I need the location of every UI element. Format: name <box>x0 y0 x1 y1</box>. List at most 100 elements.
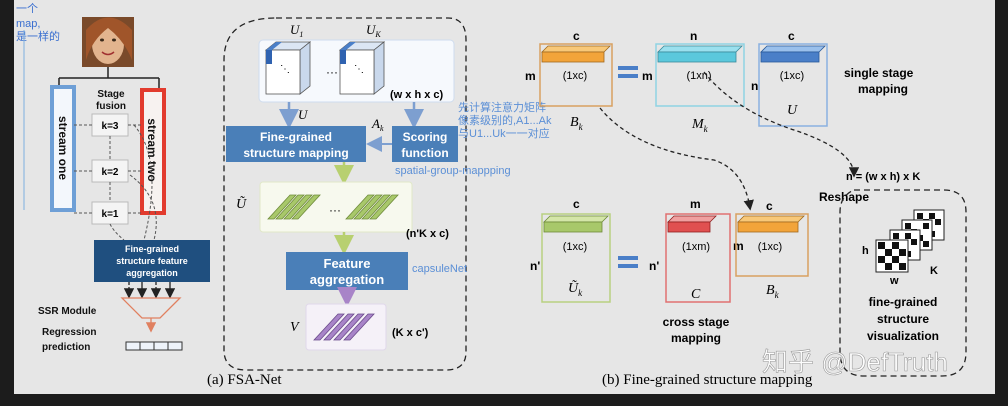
bk2-bar <box>737 215 805 233</box>
u1-uk-labels: U1 UK <box>290 22 381 39</box>
stream-two-box <box>140 88 166 215</box>
svg-text:Scoring: Scoring <box>403 130 448 144</box>
diagram-canvas: 一个 map, 是一样的 Stage fusion stream one str… <box>16 2 967 388</box>
svg-text:是一样的: 是一样的 <box>16 29 60 43</box>
bk2-label: Bk <box>766 283 780 300</box>
svg-text:像素级别的,A1...Ak: 像素级别的,A1...Ak <box>458 113 552 127</box>
uk-dims: (1xc) <box>563 241 587 253</box>
uk-box <box>541 213 611 303</box>
caption-a: (a) FSA-Net <box>207 372 282 388</box>
u-tilde-box <box>259 181 413 233</box>
c-dims: (1xm) <box>682 241 710 253</box>
regression-output <box>125 341 183 351</box>
watermark: 知乎 @DefTruth <box>762 347 948 377</box>
figure-panel: 一个 map, 是一样的 Stage fusion stream one str… <box>14 0 995 394</box>
c-m-label: m <box>690 197 701 211</box>
viz-h-label: h <box>862 245 869 257</box>
bk2-dims: (1xc) <box>758 241 782 253</box>
feature-aggregation-label: Feature aggregation <box>310 256 384 287</box>
svg-text:structure: structure <box>877 312 929 326</box>
mk-label: Mk <box>691 117 709 134</box>
svg-text:与U1...Uk一一对应: 与U1...Uk一一对应 <box>458 126 550 140</box>
svg-text:k=1: k=1 <box>102 209 119 220</box>
capsulenet-note: capsuleNet <box>412 263 467 275</box>
checker-cubes <box>875 209 945 273</box>
svg-text:prediction: prediction <box>42 342 90 353</box>
reshape-label: Reshape <box>819 190 869 204</box>
caption-b: (b) Fine-grained structure mapping <box>602 372 813 388</box>
bk-label: Bk <box>570 115 584 132</box>
stream-two-label: stream two <box>145 118 159 181</box>
fine-grained-mapping-box <box>226 126 366 162</box>
svg-text:structure feature: structure feature <box>116 256 188 266</box>
u-c-label: c <box>788 29 795 43</box>
svg-text:⋱: ⋱ <box>280 64 290 75</box>
fine-grained-aggregation-label: Fine-grained structure feature aggregati… <box>116 244 188 278</box>
bk2-c-label: c <box>766 199 773 213</box>
u-n-label: n <box>751 79 758 93</box>
u-right-dims: (1xc) <box>780 70 804 82</box>
feature-aggregation-box <box>286 252 408 290</box>
mk-n-label: n <box>690 29 697 43</box>
chinese-note: 先计算注意力矩阵 像素级别的,A1...Ak 与U1...Uk一一对应 <box>458 100 552 140</box>
c-label: C <box>691 287 701 302</box>
svg-text:fine-grained: fine-grained <box>869 295 938 309</box>
spatial-group-note: spatial-group-mappping <box>395 165 511 177</box>
stream-connections <box>74 124 157 241</box>
svg-text:Fine-grained: Fine-grained <box>260 130 332 144</box>
visualization-label: fine-grained structure visualization <box>867 295 939 343</box>
u-label: U <box>298 107 309 122</box>
bk-dims: (1xc) <box>563 70 587 82</box>
svg-text:function: function <box>401 146 448 160</box>
u-right-box <box>758 43 828 127</box>
mapping-arrows <box>599 71 860 211</box>
mk-m-label: m <box>642 69 653 83</box>
svg-text:single stage: single stage <box>844 66 914 80</box>
svg-text:k=3: k=3 <box>102 121 119 132</box>
ssr-module-label: SSR Module <box>38 306 97 317</box>
viz-k-label: K <box>930 265 938 277</box>
uk-label: Ũk <box>568 279 583 298</box>
dims-top: (w x h x c) <box>390 89 444 101</box>
v-capsules <box>313 313 375 341</box>
scoring-function-box <box>392 126 458 162</box>
equals-bottom <box>618 256 638 268</box>
bk-m-label: m <box>525 69 536 83</box>
svg-text:UK: UK <box>366 22 381 39</box>
face-image <box>82 17 134 67</box>
svg-text:mapping: mapping <box>858 82 908 96</box>
scoring-function-label: Scoring function <box>401 130 448 160</box>
svg-text:先计算注意力矩阵: 先计算注意力矩阵 <box>458 100 546 114</box>
stage-fusion-label: Stage fusion <box>96 89 126 112</box>
uk-c-label: c <box>573 197 580 211</box>
k-boxes: k=3 k=2 k=1 <box>91 113 129 225</box>
single-stage-label: single stage mapping <box>844 66 914 96</box>
cube-ellipsis: ··· <box>326 65 338 79</box>
v-label: V <box>290 320 300 335</box>
stream-one-label: stream one <box>56 116 70 180</box>
dims-bottom: (K x c') <box>392 327 429 339</box>
annotation-top-left: 一个 map, 是一样的 <box>16 2 60 43</box>
bk2-m-label: m <box>733 239 744 253</box>
fine-grained-aggregation-box <box>94 240 210 282</box>
svg-text:aggregation: aggregation <box>126 268 178 278</box>
feature-cube-k: ⋱ <box>338 41 386 95</box>
dims-mid: (n'K x c) <box>406 228 449 240</box>
down-arrows <box>123 282 176 299</box>
bk-bar <box>541 45 611 63</box>
u-tilde-label: Ũ <box>236 195 247 212</box>
n-equation: n = (w x h) x K <box>846 171 920 183</box>
u-tilde-ellipsis: ··· <box>329 203 341 217</box>
stream-one-box <box>50 85 76 212</box>
split-lines <box>58 67 160 90</box>
mk-box <box>655 43 745 107</box>
svg-text:aggregation: aggregation <box>310 272 384 287</box>
c-box <box>665 213 731 303</box>
u-right-label: U <box>787 103 798 118</box>
u-right-bar <box>760 45 826 63</box>
svg-text:k=2: k=2 <box>102 167 119 178</box>
svg-text:structure mapping: structure mapping <box>243 146 348 160</box>
cross-stage-label: cross stage mapping <box>663 315 730 345</box>
c-n-label: n' <box>649 259 659 273</box>
equals-top <box>618 66 638 78</box>
